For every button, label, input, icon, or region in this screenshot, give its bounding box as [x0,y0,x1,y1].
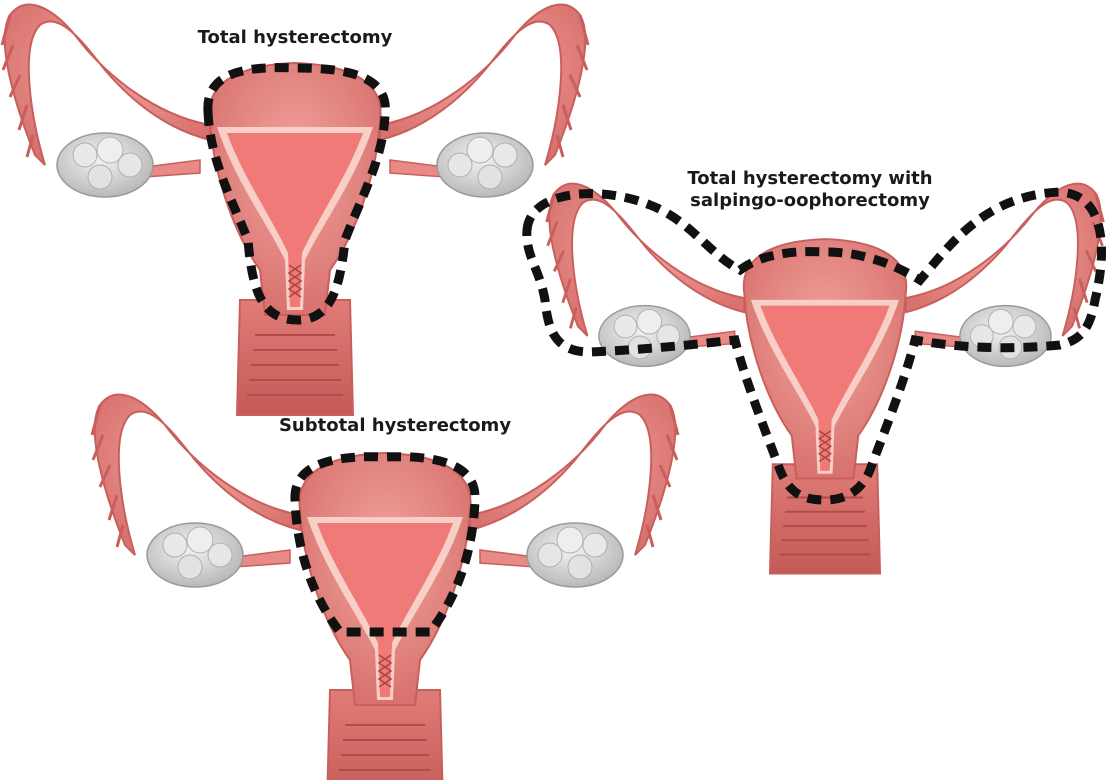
diagram-salpingo-oophorectomy [527,184,1104,574]
diagram-subtotal-hysterectomy [92,395,678,780]
label-salpingo-line1: Total hysterectomy with [620,168,1000,190]
label-salpingo-line2: salpingo-oophorectomy [620,190,1000,212]
label-subtotal-hysterectomy: Subtotal hysterectomy [230,415,560,437]
label-salpingo-oophorectomy: Total hysterectomy with salpingo-oophore… [620,168,1000,212]
label-total-hysterectomy: Total hysterectomy [150,27,440,49]
diagram-total-hysterectomy [2,5,588,415]
